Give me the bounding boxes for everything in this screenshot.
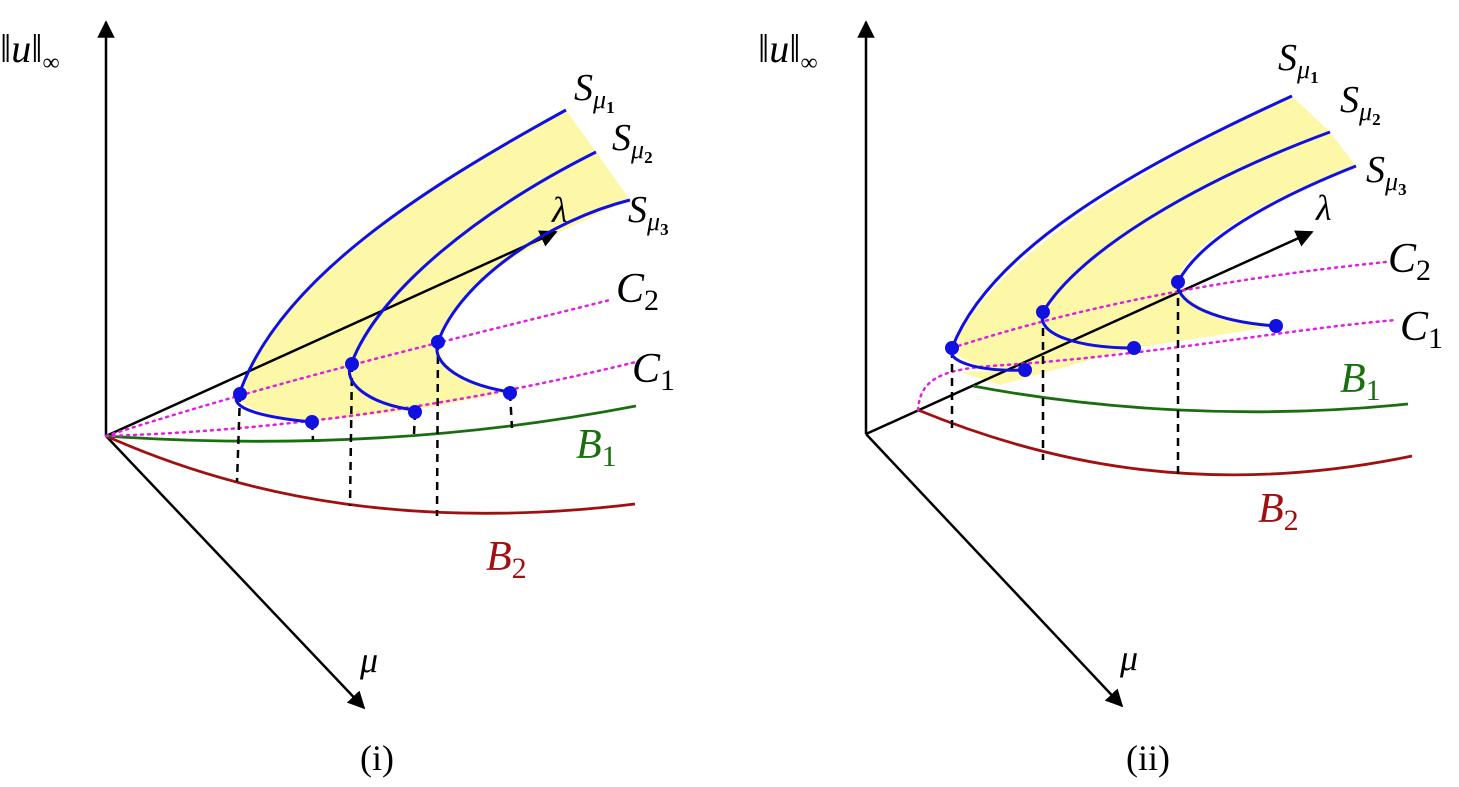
panel-ii: ‖u‖∞ λ μ Sμ1 Sμ2 Sμ3 C2 C1 B1 B2 (ii) xyxy=(758,20,1443,778)
bifurcation-point xyxy=(305,415,319,429)
label-s-mu2: Sμ2 xyxy=(1340,79,1381,129)
branch-s-mu2 xyxy=(1040,130,1331,350)
solution-region-fill-3 xyxy=(351,152,630,410)
bifurcation-point xyxy=(1171,275,1185,289)
curve-c1 xyxy=(104,360,638,438)
dashed-drop xyxy=(235,393,242,483)
lambda-axis-label: λ xyxy=(551,190,568,230)
solution-region-fill-2 xyxy=(239,110,596,422)
branch-s-mu1 xyxy=(234,108,567,424)
curve-b2 xyxy=(105,434,636,515)
label-c1: C1 xyxy=(632,346,675,397)
solution-region-fill-2 xyxy=(952,96,1330,371)
curve-c2 xyxy=(950,260,1388,350)
vertical-axis-label: ‖u‖∞ xyxy=(758,26,818,76)
branch-s-mu3 xyxy=(435,198,631,394)
label-c1: C1 xyxy=(1400,304,1443,355)
panel-i: ‖u‖∞ λ μ Sμ1 Sμ2 Sμ3 C2 C1 B1 B2 (i) xyxy=(0,20,675,778)
lambda-axis xyxy=(105,230,558,438)
caption-ii: (ii) xyxy=(1126,738,1170,778)
mu-axis-label: μ xyxy=(1119,638,1138,678)
vertical-axis-label: ‖u‖∞ xyxy=(0,26,60,76)
label-c2: C2 xyxy=(616,266,659,317)
branch-s-mu1 xyxy=(949,94,1293,372)
bifurcation-point xyxy=(945,341,959,355)
label-s-mu3: Sμ3 xyxy=(628,189,669,239)
label-s-mu3: Sμ3 xyxy=(1366,149,1407,199)
mu-axis xyxy=(865,433,1124,708)
bifurcation-point xyxy=(1036,305,1050,319)
label-s-mu2: Sμ2 xyxy=(612,117,653,167)
label-s-mu1: Sμ1 xyxy=(574,67,615,117)
curve-b1 xyxy=(972,384,1409,414)
bifurcation-point xyxy=(1269,319,1283,333)
caption-i: (i) xyxy=(360,738,394,778)
label-b2: B2 xyxy=(486,534,527,585)
lambda-axis xyxy=(865,230,1314,436)
dashed-drop xyxy=(348,363,354,507)
curve-c2 xyxy=(104,298,612,438)
dashed-drop xyxy=(435,341,440,517)
curve-b1 xyxy=(105,404,637,443)
mu-axis xyxy=(105,435,366,710)
curve-c1 xyxy=(916,318,1398,412)
label-c2: C2 xyxy=(1388,236,1431,287)
bifurcation-point xyxy=(431,335,445,349)
bifurcation-point xyxy=(233,387,247,401)
label-b1: B1 xyxy=(1340,356,1381,407)
bifurcation-point xyxy=(1018,363,1032,377)
bifurcation-point xyxy=(345,357,359,371)
bifurcation-point xyxy=(1127,341,1141,355)
solution-region-fill-4 xyxy=(960,326,1276,385)
curve-b2 xyxy=(917,408,1413,477)
lambda-axis-label: λ xyxy=(1315,188,1332,228)
label-b1: B1 xyxy=(576,422,617,473)
label-b2: B2 xyxy=(1258,486,1299,537)
label-s-mu1: Sμ1 xyxy=(1278,37,1319,87)
solution-region-fill-3 xyxy=(1042,132,1356,348)
bifurcation-point xyxy=(503,386,517,400)
mu-axis-label: μ xyxy=(359,640,378,680)
bifurcation-point xyxy=(408,405,422,419)
branch-s-mu2 xyxy=(347,150,597,412)
